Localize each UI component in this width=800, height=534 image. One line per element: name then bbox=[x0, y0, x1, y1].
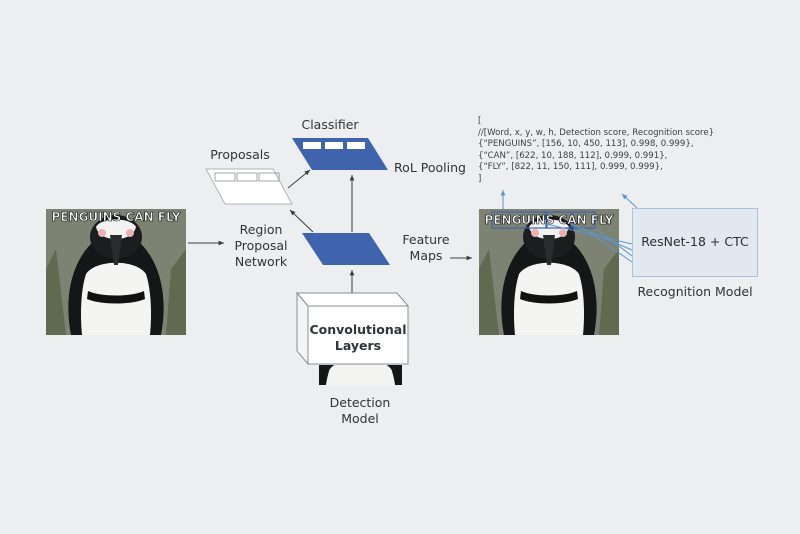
bbox-penguins bbox=[491, 211, 547, 229]
input-image-caption: PENGUINS CAN FLY bbox=[52, 210, 181, 224]
bbox-can bbox=[546, 211, 572, 229]
resnet-label: ResNet-18 + CTC bbox=[641, 234, 749, 249]
detection-model-label: Detection Model bbox=[324, 395, 396, 427]
resnet-box: ResNet-18 + CTC bbox=[632, 208, 758, 277]
classifier-label: Classifier bbox=[301, 117, 359, 132]
convolutional-layers-cube bbox=[295, 291, 410, 366]
link-fly2-to-resnet bbox=[582, 227, 633, 263]
detection-line-2: Model bbox=[341, 411, 379, 426]
bbox-fly bbox=[572, 211, 596, 229]
proposals-shape bbox=[205, 168, 293, 205]
arrow-resnet-to-json bbox=[621, 193, 638, 209]
json-line: {“FLY”, [822, 11, 150, 111], 0.999, 0.99… bbox=[478, 162, 663, 173]
feature-maps-line-1: Feature bbox=[402, 232, 450, 247]
link-can-to-resnet bbox=[570, 223, 633, 251]
rpn-line-3: Network bbox=[234, 254, 288, 269]
recognition-model-label: Recognition Model bbox=[637, 284, 753, 299]
rpn-line-1: Region bbox=[239, 222, 283, 237]
detection-line-1: Detection bbox=[329, 395, 391, 410]
convolutional-layers-label: Convolutional Layers bbox=[308, 322, 408, 354]
link-penguins-to-resnet bbox=[545, 223, 633, 245]
feature-maps-line-2: Maps bbox=[409, 248, 443, 263]
classifier-shape bbox=[292, 138, 388, 170]
output-image-caption: PENGUINS CAN FLY bbox=[485, 213, 614, 227]
arrow-proposals-to-classifier bbox=[287, 169, 311, 189]
link-fly-to-resnet bbox=[594, 227, 633, 257]
feature-maps-label: Feature Maps bbox=[398, 232, 454, 264]
json-line: {“CAN”, [622, 10, 188, 112], 0.999, 0.99… bbox=[478, 150, 668, 161]
json-line: [ bbox=[478, 116, 482, 126]
json-line: //[Word, x, y, w, h, Detection score, Re… bbox=[478, 127, 715, 138]
conv-line-2: Layers bbox=[334, 338, 382, 353]
input-image bbox=[46, 209, 186, 335]
roi-pooling-label: RoL Pooling bbox=[394, 160, 466, 175]
output-json: [ //[Word, x, y, w, h, Detection score, … bbox=[478, 116, 714, 186]
json-line: {“PENGUINS”, [156, 10, 450, 113], 0.998,… bbox=[478, 139, 694, 150]
feature-maps-shape bbox=[302, 233, 390, 265]
json-line: ] bbox=[478, 173, 482, 184]
region-proposal-network-label: Region Proposal Network bbox=[226, 222, 296, 270]
rpn-line-2: Proposal bbox=[234, 238, 288, 253]
conv-line-1: Convolutional bbox=[309, 322, 407, 337]
arrow-feature-to-proposals bbox=[289, 209, 314, 233]
proposals-label: Proposals bbox=[210, 147, 270, 162]
